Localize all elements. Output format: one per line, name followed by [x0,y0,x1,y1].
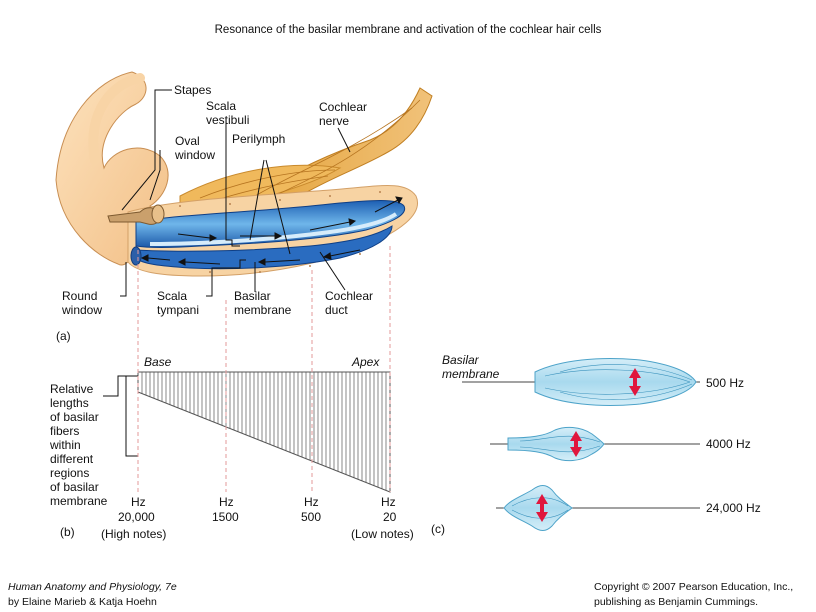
lens-4000 [507,426,605,462]
resonance-diagrams [462,358,700,531]
lens-24000 [503,485,573,531]
label-stapes: Stapes [174,83,212,97]
label-fiber-lengths: Relative lengths of basilar fibers withi… [50,382,108,508]
tick-value-500: 500 [301,510,322,524]
label-perilymph: Perilymph [232,132,286,146]
tick-unit-1500: Hz [219,495,234,509]
tick-value-20000: 20,000 [118,510,155,524]
cochlea-illustration [55,71,433,277]
tick-unit-20000: Hz [131,495,146,509]
label-basilar-membrane-c: Basilar membrane [442,353,500,381]
freq-4000: 4000 Hz [706,437,751,451]
basilar-fiber-wedge [103,371,391,493]
footer-authors: by Elaine Marieb & Katja Hoehn [8,596,157,608]
panel-b-label: (b) [60,525,75,539]
tick-note-high: (High notes) [101,527,167,541]
oval-window-shape [151,204,165,224]
frequency-guides [137,246,391,492]
label-apex: Apex [352,355,380,369]
tick-note-low: (Low notes) [351,527,414,541]
label-cochlear-duct: Cochlear duct [325,289,374,317]
round-window-shape [130,246,142,266]
footer-book: Human Anatomy and Physiology, 7e [8,581,177,593]
label-scala-vestibuli: Scala vestibuli [206,99,250,127]
tick-unit-20: Hz [381,495,396,509]
panel-a-leader-lines [120,89,351,297]
footer-publisher: publishing as Benjamin Cummings. [594,596,758,608]
label-base: Base [144,355,172,369]
footer-copyright: Copyright © 2007 Pearson Education, Inc.… [594,581,794,593]
label-cochlear-nerve: Cochlear nerve [319,100,368,128]
label-basilar-membrane: Basilar membrane [234,289,292,317]
tick-value-20: 20 [383,510,397,524]
figure-title: Resonance of the basilar membrane and ac… [214,24,602,36]
panel-c-label: (c) [431,522,445,536]
lens-500 [534,358,697,406]
tick-value-1500: 1500 [212,510,239,524]
label-scala-tympani: Scala tympani [157,289,200,317]
label-oval-window: Oval window [175,134,216,162]
wall-texture [179,191,381,273]
perilymph-flow-arrows [140,196,403,266]
fiber-bracket [125,375,138,457]
semicircular-canal [88,73,145,165]
freq-500: 500 Hz [706,376,745,390]
panel-a-label: (a) [56,329,71,343]
tick-unit-500: Hz [304,495,319,509]
label-round-window: Round window [62,289,103,317]
vibration-arrows [536,368,641,522]
scala-vestibuli [135,200,406,248]
freq-24000: 24,000 Hz [706,501,761,515]
cochlear-duct-strip [149,212,398,246]
